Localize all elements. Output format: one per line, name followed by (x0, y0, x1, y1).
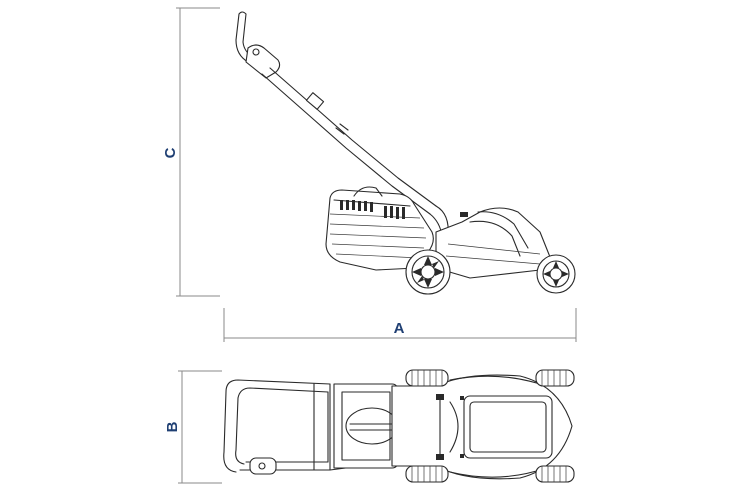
dimension-label-c: C (162, 147, 179, 158)
grass-box-vents (340, 200, 405, 219)
dimension-width-b: B (164, 370, 222, 484)
wheel-top-front-right (535, 465, 575, 483)
front-wheel-side (536, 254, 576, 294)
dimension-label-b: B (164, 421, 181, 432)
dimension-height-c: C (162, 7, 220, 297)
dimension-length-a: A (223, 308, 577, 342)
wheel-top-front-left (535, 369, 575, 387)
wheel-top-rear-left (405, 369, 449, 387)
mower-top-view (223, 369, 575, 483)
dimension-label-a: A (394, 320, 405, 337)
mower-side-view (235, 11, 576, 295)
rear-wheel-side (405, 249, 451, 295)
wheel-top-rear-right (405, 465, 449, 483)
